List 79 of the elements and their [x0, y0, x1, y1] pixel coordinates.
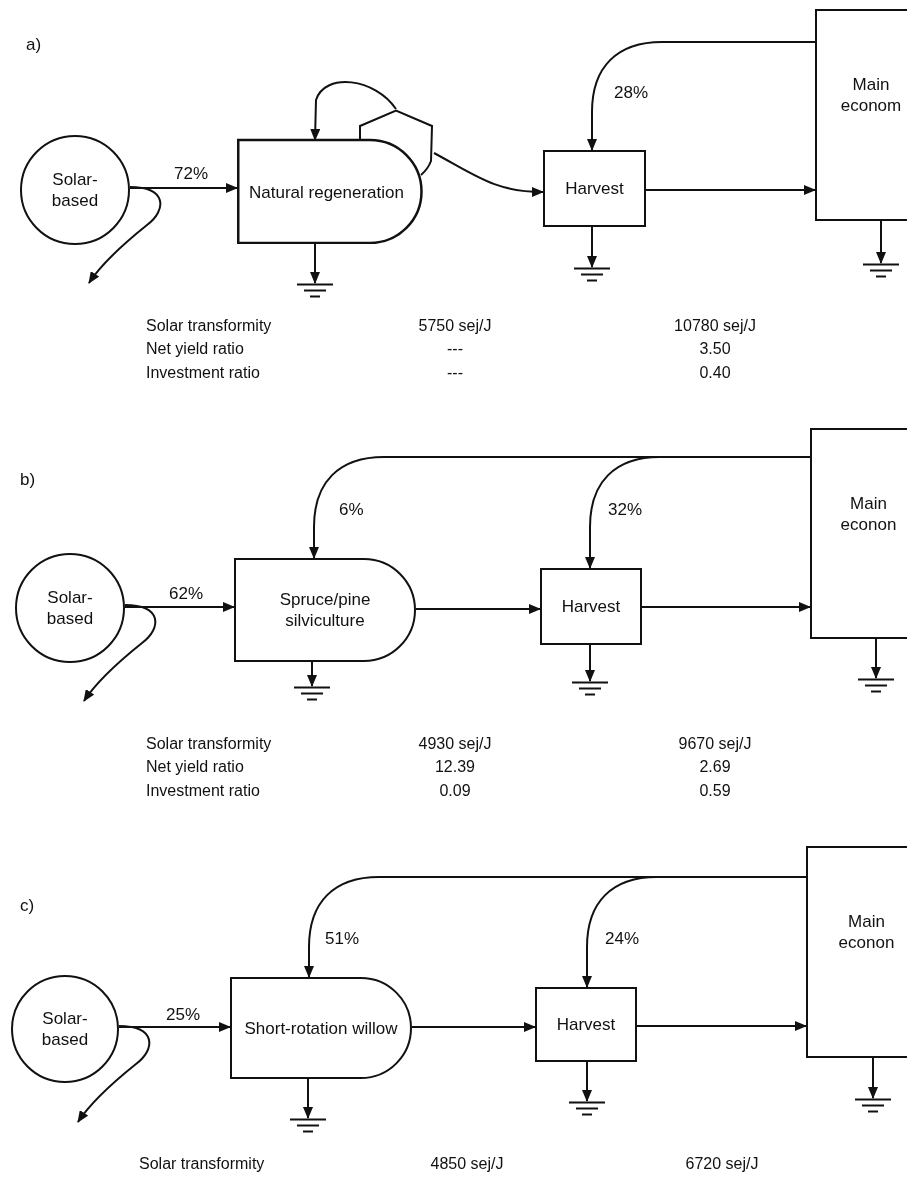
value-text: 12.39: [433, 757, 476, 776]
flow-arrow: [310, 81, 397, 141]
flow-arrow: [415, 604, 541, 614]
heat-sink-symbol: [294, 686, 330, 702]
row-heading: Investment ratio: [146, 781, 260, 800]
flow-arrow: [128, 183, 238, 193]
value-text: 4850 sej/J: [429, 1154, 505, 1173]
heat-sink-symbol: [574, 267, 610, 283]
heat-sink-symbol: [858, 678, 894, 694]
flow-arrow: [871, 638, 881, 679]
heat-sink-symbol: [569, 1101, 605, 1117]
flow-arrow: [582, 1061, 592, 1102]
flow-arrow: [641, 602, 811, 612]
panel-label: a): [26, 35, 42, 54]
node-text: Solar-based: [50, 169, 100, 211]
flow-arrow: [117, 1022, 231, 1032]
row-heading: Solar transformity: [146, 734, 272, 753]
value-text: 0.59: [698, 781, 732, 800]
heat-sink-symbol: [855, 1098, 891, 1114]
value-text: 10780 sej/J: [673, 316, 757, 335]
row-heading: Solar transformity: [146, 316, 272, 335]
value-text: ---: [446, 339, 464, 358]
value-text: 5750 sej/J: [417, 316, 493, 335]
heat-sink-symbol: [863, 263, 899, 279]
value-text: 6720 sej/J: [684, 1154, 760, 1173]
flow-arrow: [868, 1057, 878, 1099]
row-heading: Solar transformity: [139, 1154, 265, 1173]
process-box: [540, 568, 642, 645]
value-text: 9670 sej/J: [677, 734, 753, 753]
flow-arrow: [83, 604, 157, 702]
flow-arrow: [307, 661, 317, 687]
node-text: Natural regeneration: [249, 181, 404, 203]
node-text: Short-rotation willow: [244, 1017, 398, 1039]
node-text: Harvest: [561, 596, 621, 617]
economy-box: [815, 9, 907, 221]
producer-shape: [234, 558, 416, 662]
heat-sink-symbol: [297, 283, 333, 299]
flow-arrow: [587, 226, 597, 268]
node-text: Solar-based: [45, 587, 95, 629]
flow-arrow: [77, 1025, 151, 1123]
value-text: 3.50: [698, 339, 732, 358]
flow-arrow: [303, 1078, 313, 1119]
flow-arrow: [585, 644, 595, 682]
value-text: 2.69: [698, 757, 732, 776]
flow-arrow: [876, 220, 886, 264]
economy-box: [806, 846, 907, 1058]
flow-arrow: [310, 243, 320, 284]
node-text: Harvest: [565, 178, 624, 199]
process-box: [535, 987, 637, 1062]
value-text: 0.40: [698, 363, 732, 382]
value-text: 4930 sej/J: [417, 734, 493, 753]
panel-label: c): [20, 896, 35, 915]
process-box: [543, 150, 646, 227]
node-text: Main econon: [837, 911, 896, 953]
flow-arrow: [636, 1021, 807, 1031]
value-text: 0.09: [438, 781, 472, 800]
producer-storage-shape: [237, 109, 434, 244]
flow-arrow: [433, 152, 544, 197]
node-text: Solar-based: [40, 1008, 90, 1050]
flow-arrow: [585, 456, 811, 569]
flow-arrow: [88, 186, 162, 284]
producer-shape: [230, 977, 412, 1079]
flow-arrow: [411, 1022, 536, 1032]
flow-arrow: [582, 876, 807, 988]
row-heading: Investment ratio: [146, 363, 260, 382]
node-text: Spruce/pine silviculture: [278, 589, 372, 631]
flow-arrow: [645, 185, 816, 195]
heat-sink-symbol: [290, 1118, 326, 1134]
heat-sink-symbol: [572, 681, 608, 697]
panel-label: b): [20, 470, 36, 489]
node-text: Harvest: [556, 1014, 616, 1035]
row-heading: Net yield ratio: [146, 757, 244, 776]
node-text: Main econon: [839, 492, 898, 535]
flow-arrow: [124, 602, 235, 612]
economy-box: [810, 428, 907, 639]
row-heading: Net yield ratio: [146, 339, 244, 358]
node-text: Main econom: [839, 74, 903, 116]
flow-arrow: [587, 41, 816, 151]
value-text: ---: [446, 363, 464, 382]
